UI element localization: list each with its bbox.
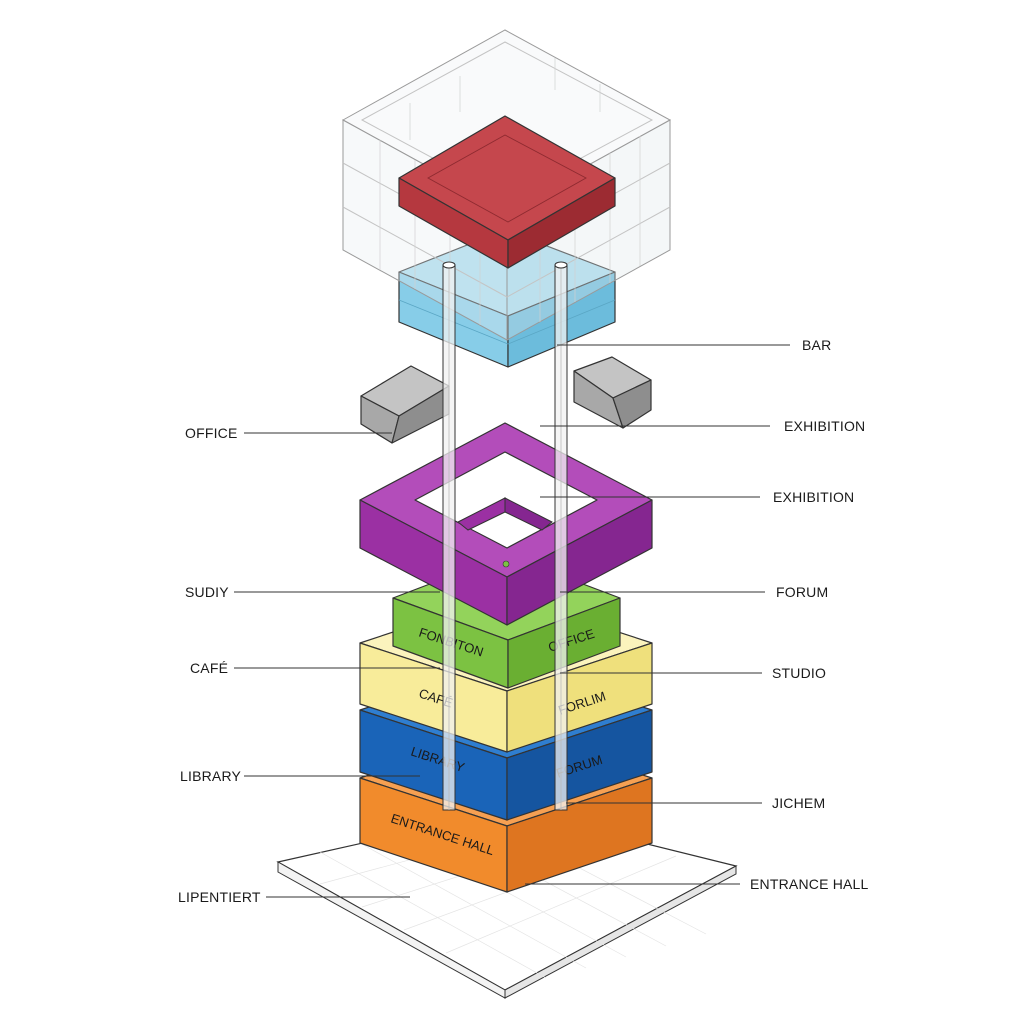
label-lipentiert: LIPENTIERT — [178, 889, 261, 905]
label-sudiy: SUDIY — [185, 584, 229, 600]
leader-lines — [234, 344, 790, 898]
label-studio: STUDIO — [772, 665, 826, 681]
grey-box-right — [573, 356, 652, 429]
label-entrance-hall: ENTRANCE HALL — [750, 876, 869, 892]
label-bar: BAR — [802, 337, 831, 353]
label-jichem: JICHEM — [772, 795, 825, 811]
red-block — [398, 115, 616, 269]
purple-ring — [359, 422, 653, 626]
column-right — [554, 261, 568, 811]
column-left — [442, 261, 456, 811]
label-forum: FORUM — [776, 584, 828, 600]
label-exhibition-lower: EXHIBITION — [773, 489, 854, 505]
label-office: OFFICE — [185, 425, 238, 441]
label-cafe: CAFÉ — [190, 660, 228, 676]
label-library: LIBRARY — [180, 768, 242, 784]
grey-box-left — [360, 365, 450, 444]
label-exhibition-upper: EXHIBITION — [784, 418, 865, 434]
